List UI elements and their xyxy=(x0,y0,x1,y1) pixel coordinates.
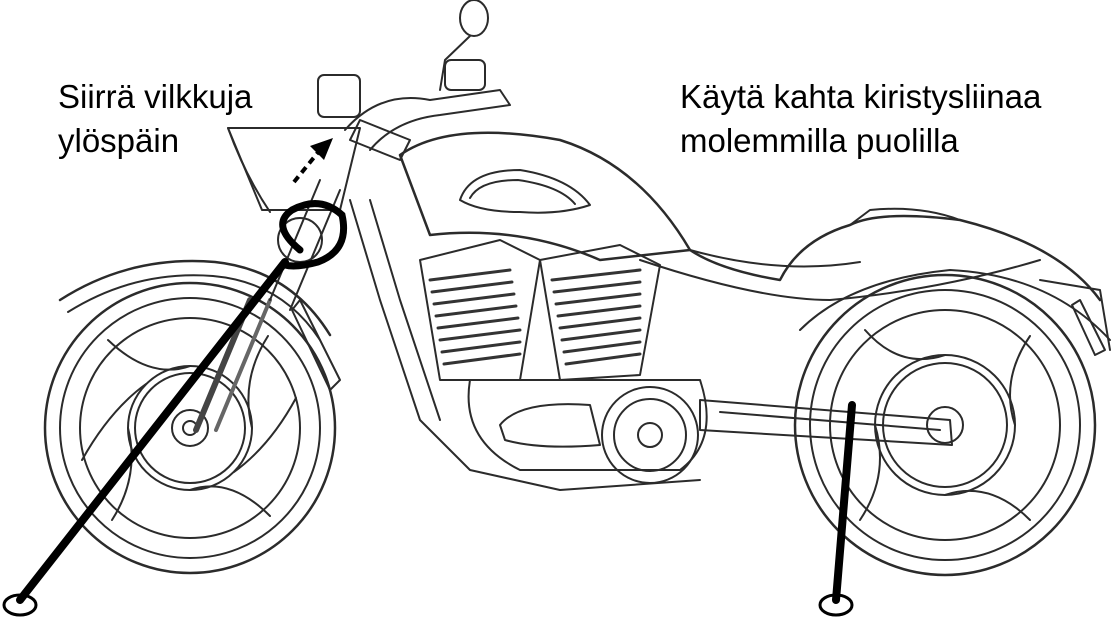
turn-signal-icon xyxy=(279,200,348,270)
move-up-arrow-icon xyxy=(292,138,333,184)
handlebar-icon xyxy=(344,0,511,161)
strap-instruction: Käytä kahta kiristysliinaa molemmilla pu… xyxy=(680,75,1041,163)
strap-instruction-line2: molemmilla puolilla xyxy=(680,122,959,159)
swingarm-icon xyxy=(699,399,953,446)
tie-down-strap-icon xyxy=(16,258,856,604)
seat-icon xyxy=(688,207,1111,356)
strap-instruction-line1: Käytä kahta kiristysliinaa xyxy=(680,78,1042,115)
anchor-point-icon xyxy=(2,593,854,617)
frame-icon xyxy=(349,199,1041,491)
engine-icon xyxy=(419,239,708,484)
rear-wheel-icon xyxy=(793,269,1111,577)
fuel-tank-icon xyxy=(398,131,692,262)
turn-signal-instruction-line1: Siirrä vilkkuja xyxy=(58,78,253,115)
turn-signal-instruction-line2: ylöspäin xyxy=(58,122,180,159)
turn-signal-instruction: Siirrä vilkkuja ylöspäin xyxy=(58,75,252,163)
front-wheel-icon xyxy=(43,259,341,575)
